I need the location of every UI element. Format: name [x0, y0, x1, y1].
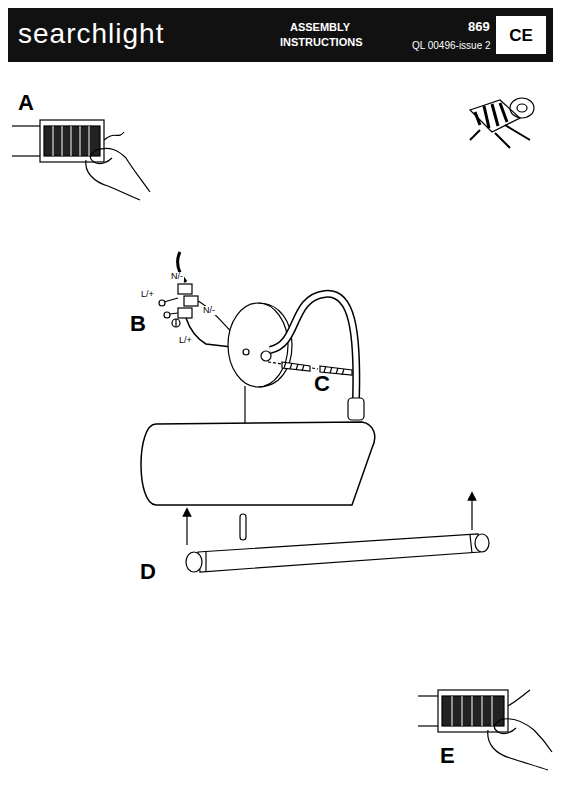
step-letter: A: [18, 92, 34, 114]
ce-box: CE: [496, 16, 546, 54]
document-code: QL 00496-issue 2: [412, 41, 491, 51]
step-letter: C: [314, 373, 330, 395]
model-number: 869: [468, 20, 490, 33]
step-letter: D: [140, 561, 156, 583]
header-band: searchlight ASSEMBLY INSTRUCTIONS 869 QL 00…: [8, 8, 553, 62]
pull-cord: [240, 514, 246, 540]
terminal-block-e: [418, 690, 552, 770]
wire-label: L/+: [178, 336, 193, 345]
insert-arrow: [471, 496, 472, 530]
step-letter: E: [440, 745, 455, 767]
step-letter: B: [130, 313, 146, 335]
wire-label: L/+: [140, 290, 155, 299]
sheet-title: ASSEMBLY INSTRUCTIONS: [280, 20, 360, 51]
support-rod: [244, 386, 245, 424]
wire-label: N/-: [202, 306, 216, 315]
brand-logo: searchlight: [18, 20, 164, 48]
screws: [268, 362, 352, 375]
ce-mark: CE: [496, 16, 546, 54]
strip-lamp: [186, 534, 489, 572]
gooseneck-arm: [270, 294, 356, 400]
terminal-block-a: [12, 120, 150, 200]
wire-label: N/-: [170, 272, 184, 281]
wiring: [159, 252, 240, 348]
lamp-shade: [141, 422, 375, 505]
taped-terminal: [470, 98, 534, 148]
insert-arrow: [186, 512, 187, 545]
